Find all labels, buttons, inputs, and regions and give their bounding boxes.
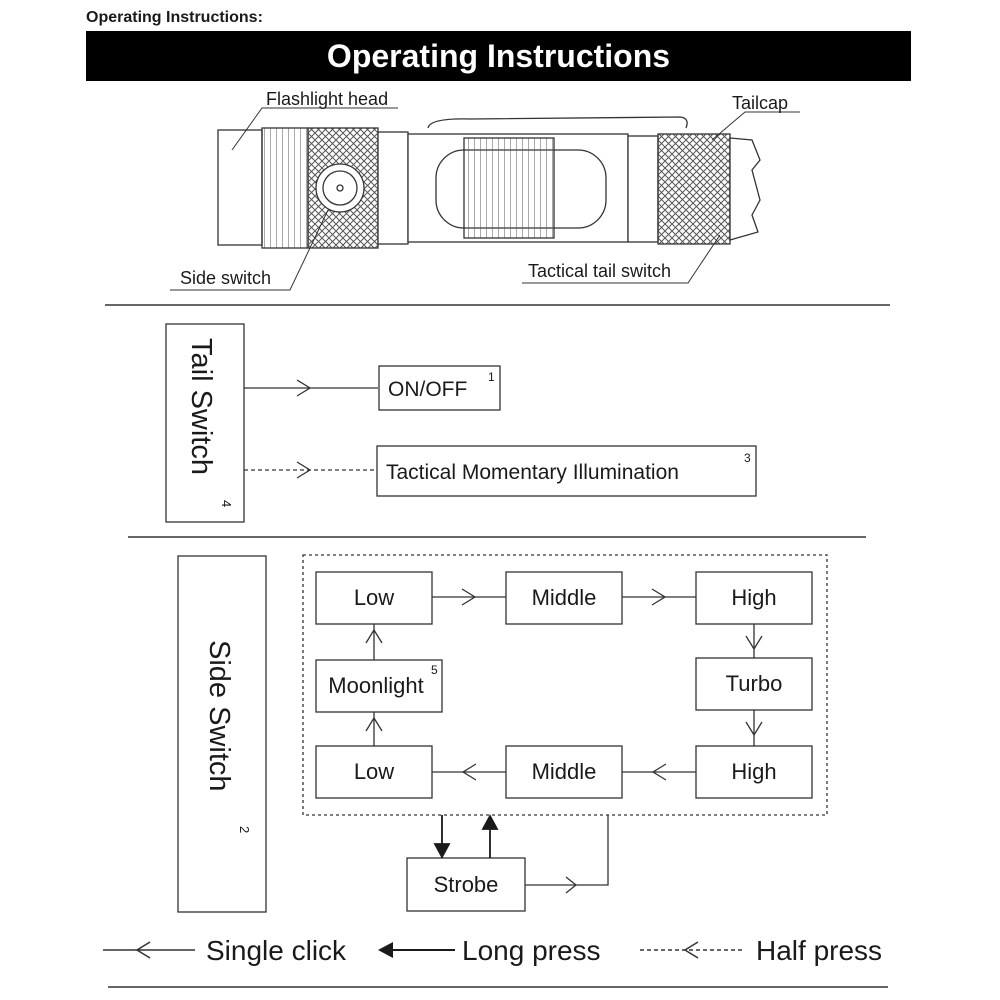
side-switch-title: Side Switch: [203, 640, 235, 792]
flashlight-head-label: Flashlight head: [266, 89, 388, 109]
mode-box-strobe: [406, 857, 526, 912]
tailcap-label: Tailcap: [732, 93, 788, 113]
moonlight-note: 5: [431, 663, 438, 677]
side-switch-title-note: 2: [237, 826, 252, 833]
flashlight-neck: [377, 131, 409, 245]
legend-single-click: Single click: [206, 935, 347, 966]
pocket-clip: [427, 116, 688, 129]
head-leader-line: [231, 107, 398, 151]
legend-half-press: Half press: [756, 935, 882, 966]
tailcap-crown: [729, 137, 761, 241]
mode-low-top: Low: [354, 585, 394, 610]
side-switch-label: Side switch: [180, 268, 271, 288]
onoff-label: ON/OFF: [388, 378, 467, 401]
title-banner: Operating Instructions: [86, 31, 911, 81]
tactical-box: [376, 445, 757, 497]
legend-long-press: Long press: [462, 935, 601, 966]
mode-middle-top: Middle: [532, 585, 597, 610]
tactical-note: 3: [744, 451, 751, 465]
mode-middle-bottom: Middle: [532, 759, 597, 784]
tactical-tail-switch-label: Tactical tail switch: [528, 261, 671, 281]
arrow-cycle-to-strobe-return: [525, 815, 609, 886]
tail-switch-title-note: 4: [219, 500, 234, 507]
side-switch-title-box: [177, 555, 267, 913]
mode-box-high-bottom: [695, 745, 813, 799]
body-grip-left: [463, 137, 555, 239]
onoff-note: 1: [488, 370, 495, 384]
tailcap-leader-line: [711, 111, 800, 141]
mode-box-high-top: [695, 571, 813, 625]
tactical-label: Tactical Momentary Illumination: [386, 461, 679, 484]
mode-high-top: High: [731, 585, 776, 610]
flashlight-head-fins: [261, 127, 309, 249]
mode-box-low-top: [315, 571, 433, 625]
mode-box-turbo: [695, 657, 813, 711]
legend: Single click Long press Half press: [103, 935, 882, 966]
tailcap-ring: [627, 135, 659, 243]
tail-switch-title-box: [165, 323, 245, 523]
mode-strobe: Strobe: [434, 872, 499, 897]
mode-box-middle-bottom: [505, 745, 623, 799]
flashlight-bezel: [217, 129, 263, 246]
flashlight-illustration: [217, 116, 761, 249]
mode-turbo: Turbo: [726, 671, 783, 696]
mode-low-bottom: Low: [354, 759, 394, 784]
onoff-box: [378, 365, 501, 411]
tail-switch-title: Tail Switch: [185, 338, 217, 475]
mode-box-low-bottom: [315, 745, 433, 799]
mode-moonlight: Moonlight: [328, 673, 423, 698]
side-switch-leader-line: [170, 209, 329, 291]
tailcap-knurl: [657, 133, 731, 245]
mode-cycle-frame: [302, 554, 828, 816]
mode-box-middle-top: [505, 571, 623, 625]
mode-high-bottom: High: [731, 759, 776, 784]
tail-switch-leader-line: [522, 234, 721, 284]
mode-box-moonlight: [315, 659, 443, 713]
caption: Operating Instructions:: [86, 9, 263, 26]
